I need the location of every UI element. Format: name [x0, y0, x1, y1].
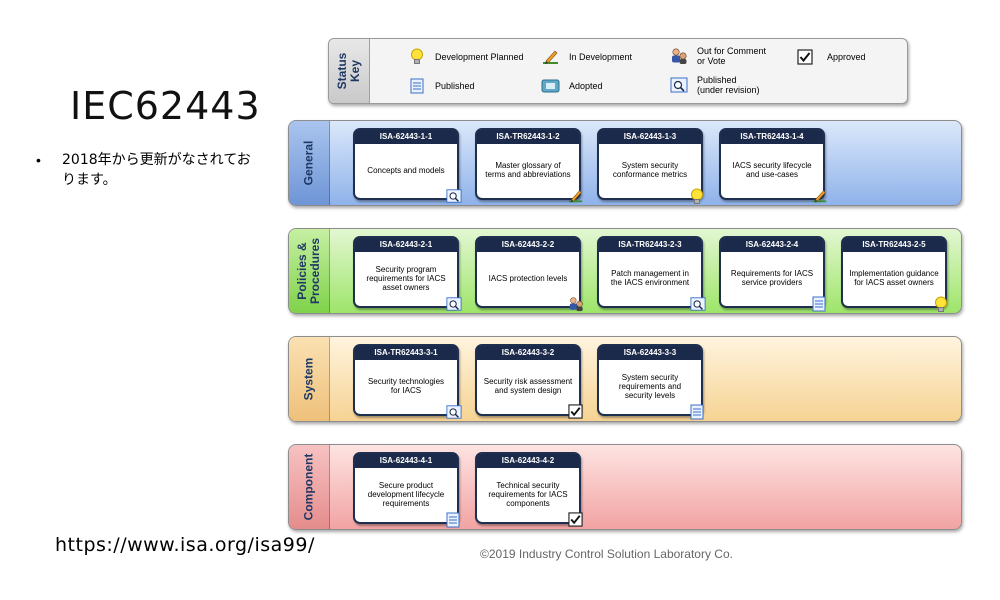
- doc-id: ISA-TR62443-3-1: [355, 346, 457, 360]
- key-item-adopted: Adopted: [541, 77, 603, 95]
- lightbulb-icon: [934, 296, 950, 312]
- slide-title: IEC62443: [70, 84, 261, 128]
- people-icon: [669, 47, 689, 65]
- doc-title: Security risk assessment and system desi…: [483, 377, 573, 395]
- band-tab: Component: [289, 445, 330, 529]
- doc-card-4-2[interactable]: ISA-62443-4-2 Technical security require…: [475, 452, 583, 527]
- doc-id: ISA-62443-2-1: [355, 238, 457, 252]
- document-icon: [690, 404, 706, 420]
- pencil-icon: [568, 188, 584, 204]
- band-label: General: [301, 140, 316, 186]
- key-item-out-for-comment: Out for Comment or Vote: [669, 46, 766, 66]
- doc-id: ISA-62443-2-2: [477, 238, 579, 252]
- doc-title: Requirements for IACS service providers: [730, 269, 814, 287]
- copyright-notice: ©2019 Industry Control Solution Laborato…: [480, 547, 733, 561]
- category-band-system: System ISA-TR62443-3-1 Security technolo…: [288, 336, 962, 422]
- doc-card-3-1[interactable]: ISA-TR62443-3-1 Security technologies fo…: [353, 344, 462, 419]
- band-label: Policies & Procedures: [295, 237, 322, 305]
- key-item-label: Adopted: [569, 81, 603, 91]
- doc-id: ISA-62443-4-2: [477, 454, 579, 468]
- doc-card-4-1[interactable]: ISA-62443-4-1 Secure product development…: [353, 452, 460, 528]
- lightbulb-icon: [407, 48, 427, 66]
- key-item-published: Published: [407, 77, 475, 95]
- doc-card-3-3[interactable]: ISA-62443-3-3 System security requiremen…: [597, 344, 704, 420]
- document-icon: [812, 296, 828, 312]
- doc-id: ISA-62443-1-3: [599, 130, 701, 144]
- doc-id: ISA-62443-2-4: [721, 238, 823, 252]
- doc-card-1-2[interactable]: ISA-TR62443-1-2 Master glossary of terms…: [475, 128, 583, 203]
- key-item-published-under-revision: Published (under revision): [669, 75, 760, 95]
- pencil-icon: [812, 188, 828, 204]
- document-icon: [407, 77, 427, 95]
- key-item-development-planned: Development Planned: [407, 48, 524, 66]
- magnifier-document-icon: [446, 404, 462, 420]
- doc-card-1-1[interactable]: ISA-62443-1-1 Concepts and models: [353, 128, 462, 203]
- key-item-in-development: In Development: [541, 48, 632, 66]
- lightbulb-icon: [690, 188, 706, 204]
- key-item-label: Published: [435, 81, 475, 91]
- status-key-tab: Status Key: [329, 39, 370, 103]
- doc-title: Technical security requirements for IACS…: [488, 480, 568, 508]
- doc-title: Implementation guidance for IACS asset o…: [849, 269, 939, 287]
- pencil-icon: [541, 48, 561, 66]
- status-key-label: Status Key: [335, 52, 362, 90]
- adopted-icon: [541, 77, 561, 95]
- band-label: Component: [301, 453, 316, 521]
- doc-id: ISA-TR62443-1-2: [477, 130, 579, 144]
- doc-title: Concepts and models: [367, 165, 445, 175]
- isa99-url: https://www.isa.org/isa99/: [55, 534, 315, 556]
- key-item-label: Development Planned: [435, 52, 524, 62]
- doc-title: Master glossary of terms and abbreviatio…: [485, 161, 571, 179]
- doc-id: ISA-TR62443-2-5: [843, 238, 945, 252]
- doc-title: Security program requirements for IACS a…: [366, 264, 446, 292]
- doc-title: Secure product development lifecycle req…: [367, 480, 445, 508]
- doc-id: ISA-62443-1-1: [355, 130, 457, 144]
- doc-card-1-3[interactable]: ISA-62443-1-3 System security conformanc…: [597, 128, 703, 204]
- key-item-label: Published (under revision): [697, 75, 760, 95]
- doc-id: ISA-TR62443-2-3: [599, 238, 701, 252]
- magnifier-document-icon: [690, 296, 706, 312]
- doc-card-1-4[interactable]: ISA-TR62443-1-4 IACS security lifecycle …: [719, 128, 827, 203]
- doc-id: ISA-62443-4-1: [355, 454, 457, 468]
- key-item-approved: Approved: [795, 48, 866, 66]
- doc-card-2-4[interactable]: ISA-62443-2-4 Requirements for IACS serv…: [719, 236, 826, 312]
- category-band-general: General ISA-62443-1-1 Concepts and model…: [288, 120, 962, 206]
- status-key-panel: Status Key Development Planned In Develo…: [328, 38, 908, 104]
- doc-id: ISA-62443-3-2: [477, 346, 579, 360]
- doc-card-2-5[interactable]: ISA-TR62443-2-5 Implementation guidance …: [841, 236, 947, 312]
- category-band-policies-procedures: Policies & Procedures ISA-62443-2-1 Secu…: [288, 228, 962, 314]
- checkbox-icon: [568, 404, 584, 420]
- doc-title: System security conformance metrics: [612, 161, 688, 179]
- bullet-marker: •: [36, 152, 41, 168]
- doc-title: IACS protection levels: [488, 273, 568, 283]
- doc-id: ISA-TR62443-1-4: [721, 130, 823, 144]
- doc-card-2-2[interactable]: ISA-62443-2-2 IACS protection levels: [475, 236, 583, 312]
- key-item-label: Out for Comment or Vote: [697, 46, 767, 66]
- category-band-component: Component ISA-62443-4-1 Secure product d…: [288, 444, 962, 530]
- magnifier-document-icon: [669, 76, 689, 94]
- band-tab: General: [289, 121, 330, 205]
- doc-title: System security requirements and securit…: [618, 372, 682, 400]
- document-icon: [446, 512, 462, 528]
- magnifier-document-icon: [446, 296, 462, 312]
- band-tab: Policies & Procedures: [289, 229, 330, 313]
- checkbox-icon: [795, 48, 815, 66]
- people-icon: [568, 296, 584, 312]
- doc-card-2-1[interactable]: ISA-62443-2-1 Security program requireme…: [353, 236, 462, 311]
- band-label: System: [301, 357, 316, 401]
- magnifier-document-icon: [446, 188, 462, 204]
- bullet-text: 2018年から更新がなされております。: [62, 152, 251, 188]
- doc-id: ISA-62443-3-3: [599, 346, 701, 360]
- band-tab: System: [289, 337, 330, 421]
- doc-title: Security technologies for IACS: [367, 377, 445, 395]
- doc-card-2-3[interactable]: ISA-TR62443-2-3 Patch management in the …: [597, 236, 706, 311]
- checkbox-icon: [568, 512, 584, 528]
- bullet-list-item: • 2018年から更新がなされております。: [36, 150, 262, 190]
- doc-title: IACS security lifecycle and use-cases: [732, 161, 812, 179]
- key-item-label: Approved: [827, 52, 866, 62]
- key-item-label: In Development: [569, 52, 633, 62]
- doc-card-3-2[interactable]: ISA-62443-3-2 Security risk assessment a…: [475, 344, 583, 419]
- doc-title: Patch management in the IACS environment: [610, 269, 690, 287]
